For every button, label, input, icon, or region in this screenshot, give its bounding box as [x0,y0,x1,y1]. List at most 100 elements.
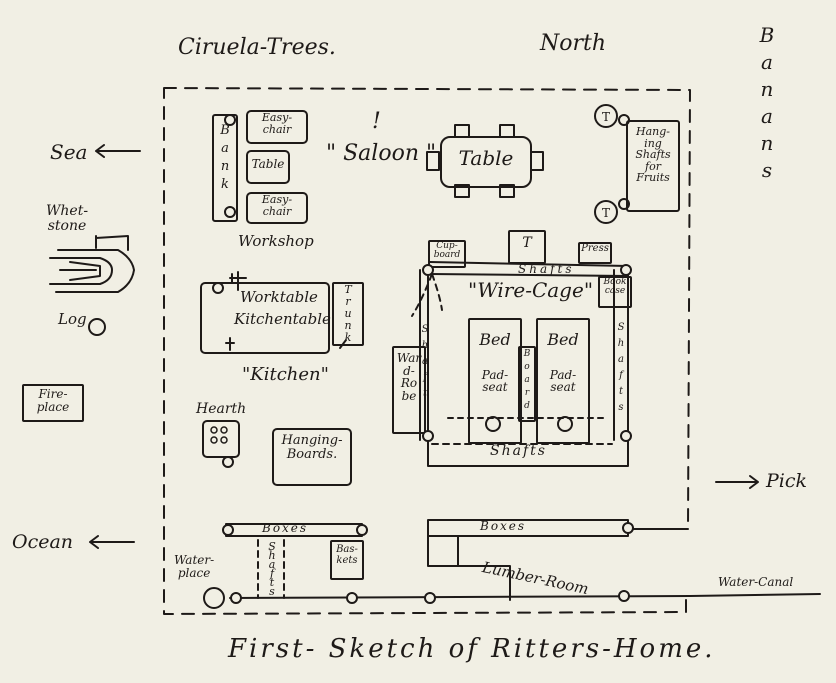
south-shafts-letter: s [269,585,275,598]
hanging-shafts-fruits: Hang- ing Shafts for Fruits [626,120,680,212]
trunk-letter: k [344,331,352,344]
cage-post-tr [620,264,632,276]
shafts-right-letter: s [618,402,624,413]
south-post-5 [424,592,436,604]
cage-shafts-bottom-label: Shafts [490,443,547,459]
pick-arrow [715,475,759,489]
bank: B a n k [212,114,238,222]
south-shafts-letter: h [268,549,276,562]
shaft-left-letter: S [421,324,429,335]
cage-post-br [620,430,632,442]
shaft-left-letter: h [421,340,429,351]
worktable-label: Worktable [240,288,318,306]
north-label: North [540,31,607,56]
cage-left-line [419,269,429,441]
shafts-right-letter: f [619,370,623,381]
south-shafts-dashes [257,539,285,599]
trunk-letter: r [345,295,351,308]
hanging-shafts-label: Hang- ing Shafts for Fruits [635,125,671,185]
saloon-table: Table [440,136,532,188]
bananas-letter: a [761,50,773,74]
cage-dashed-brace [411,273,443,317]
shaft-left-letter: a [422,356,428,367]
board-letter: d [524,401,530,411]
baskets: Bas- kets [330,540,364,580]
bank-post-bottom [224,206,236,218]
trunk-letter: u [344,307,352,320]
cage-post-bl [422,430,434,442]
bananas-letter: B [759,23,775,47]
cage-right-line [613,269,629,441]
cage-bottom-frame [427,439,629,467]
sea-arrow [95,144,141,158]
cage-post-tl [422,264,434,276]
shafts-right-letter: t [618,386,624,397]
outer-wall [163,87,691,615]
south-shafts-letter: f [269,567,275,580]
cupboard: Cup- board [428,240,466,268]
sea-label: Sea [50,140,88,164]
cage-shafts-top-label: Shafts [518,262,575,276]
easy-chair-2: Easy- chair [246,192,308,224]
t-stand-1: T [594,104,618,128]
south-post-7 [618,590,630,602]
south-shafts-letter: a [268,558,276,571]
bookcase-label: Book case [603,277,627,297]
shaft-left-letter: f [423,372,427,383]
worktable-hook [229,271,247,291]
bookcase: Book case [598,276,632,308]
shafts-right-label: S h a f t s [614,320,628,416]
log-label: Log [58,310,87,328]
hanging-boards: Hanging- Boards. [272,428,352,486]
workshop-table-label: Table [251,157,285,171]
kitchen-label: "Kitchen" [242,364,329,385]
easy-chair-2-label: Easy- chair [261,193,293,218]
saloon-exclaim: ! [372,109,381,134]
bank-letter: B [220,123,230,138]
t-stand-1-label: T [601,110,610,124]
whetstone-drawing [49,235,135,293]
water-canal-label: Water-Canal [718,575,794,589]
kitchen-pipe [225,337,235,351]
bed-1: Bed Pad- seat [468,318,522,444]
south-post-1 [222,524,234,536]
boxes-2-label: Boxes [480,519,527,533]
board-letter: B [523,349,531,359]
south-post-2 [356,524,368,536]
bed-2: Bed Pad- seat [536,318,590,444]
cage-t-stand: T [508,230,546,264]
t-stand-2-label: T [601,206,610,220]
board: B o a r d [518,346,536,422]
cage-t-label: T [522,235,532,251]
board-letter: o [524,362,530,372]
worktable: Worktable Kitchentable [200,282,331,354]
bananas-letter: a [761,104,773,128]
press-label: Press [581,243,609,254]
south-post-4 [346,592,358,604]
trunk-letter: n [344,319,352,332]
wardrobe: War d- Ro be [392,346,426,434]
hanging-boards-label: Hanging- Boards. [281,433,343,462]
bank-post-top [224,114,236,126]
bananas-letter: s [761,158,773,182]
south-post-6 [622,522,634,534]
waterplace-label: Water- place [174,553,215,580]
t-stand-2: T [594,200,618,224]
south-shafts-letter: t [269,576,275,589]
water-canal-line [229,593,821,599]
easy-chair-1: Easy- chair [246,110,308,144]
wire-cage-label: "Wire-Cage" [468,278,594,302]
hearth-burners [210,426,228,444]
shaft-left-label: S h a f t [420,322,430,402]
bananas-letter: n [760,77,774,101]
shaft-left-letter: t [422,388,428,399]
lumber-room-walls [427,535,511,601]
board-label: B o a r d [520,348,534,413]
log-circle [88,318,106,336]
bed-2-label: Bed [547,330,579,349]
shafts-right-letter: h [617,338,625,349]
south-shafts-letter: S [268,540,276,553]
bank-letter: a [221,141,229,156]
padseat-2-label: Pad- seat [549,367,577,395]
cupboard-label: Cup- board [433,241,461,261]
